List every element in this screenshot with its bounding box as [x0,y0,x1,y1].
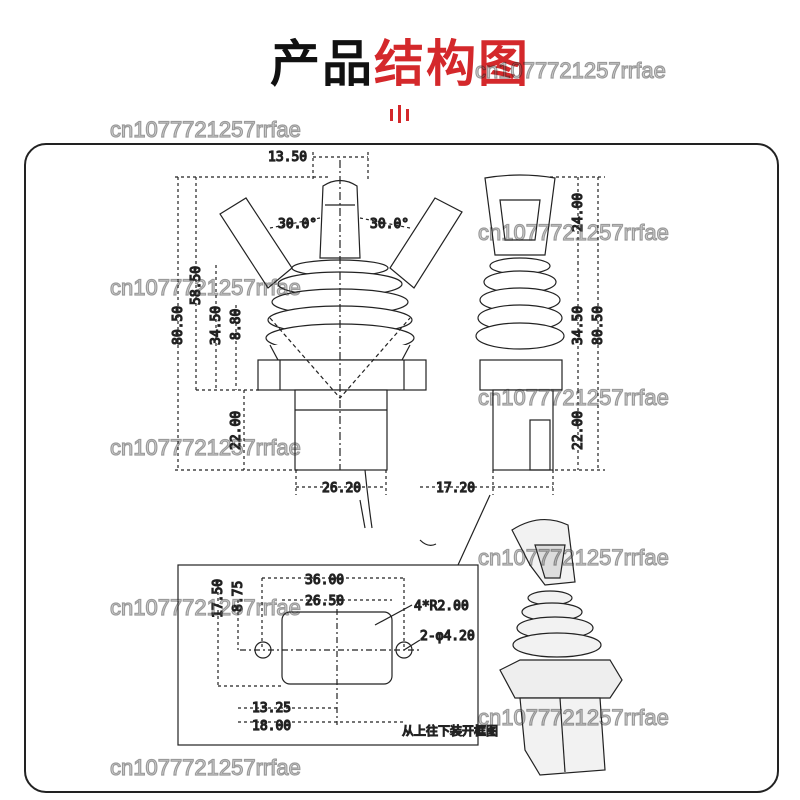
svg-text:cn1077721257rrfae: cn1077721257rrfae [478,220,669,245]
dim-height-b: 34.50 [209,306,224,345]
dim-side-total-height: 80.50 [591,306,606,345]
svg-text:cn1077721257rrfae: cn1077721257rrfae [110,275,301,300]
dim-angle-right: 30.0° [370,217,409,232]
dim-cutout-width-outer: 36.00 [305,573,344,588]
side-view [420,174,605,495]
dim-side-base-width: 17.20 [436,481,475,496]
dim-cutout-height-inner: 8.75 [231,581,246,612]
svg-text:cn1077721257rrfae: cn1077721257rrfae [110,435,301,460]
dim-top-width: 13.50 [268,150,307,165]
dim-cutout-width-inner: 26.50 [305,594,344,609]
panel-cutout [177,564,479,746]
front-view [175,152,463,529]
dim-cutout-offset-b: 18.00 [252,719,291,734]
drawing-panel [24,143,779,793]
dim-cutout-offset-a: 13.25 [252,701,291,716]
svg-text:cn1077721257rrfae: cn1077721257rrfae [478,385,669,410]
title-black: 产品 [270,35,374,93]
dim-cutout-holes: 2-φ4.20 [420,629,475,644]
dim-height-a: 58.50 [189,266,204,305]
watermarks: cn1077721257rrfae cn1077721257rrfae cn10… [109,57,669,780]
dim-angle-left: 30.0° [278,217,317,232]
svg-text:cn1077721257rrfae: cn1077721257rrfae [110,755,301,780]
svg-text:cn1077721257rrfae: cn1077721257rrfae [475,58,666,83]
dim-side-height-b: 34.50 [571,306,586,345]
dim-total-height: 80.50 [171,306,186,345]
dim-handle-height: 24.00 [571,193,586,232]
svg-text:cn1077721257rrfae: cn1077721257rrfae [478,705,669,730]
dim-height-c: 8.80 [229,309,244,340]
title-red: 结构图 [374,35,530,93]
dim-base-width: 26.20 [322,481,361,496]
decorative-bars-icon [390,105,409,123]
svg-text:cn1077721257rrfae: cn1077721257rrfae [478,545,669,570]
dim-cutout-radius: 4*R2.00 [414,599,469,614]
svg-text:cn1077721257rrfae: cn1077721257rrfae [110,595,301,620]
page-title: 产品结构图 [0,24,800,96]
cutout-note: 从上往下装开框图 [402,723,498,738]
svg-text:cn1077721257rrfae: cn1077721257rrfae [110,117,301,142]
dim-base-height: 22.00 [229,411,244,450]
product-render [499,519,623,776]
dim-cutout-height-outer: 17.50 [211,579,226,618]
dim-side-base-height: 22.00 [571,411,586,450]
